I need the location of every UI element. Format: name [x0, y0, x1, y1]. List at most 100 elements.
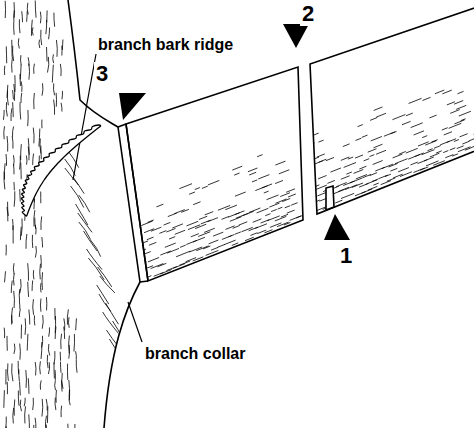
shade-stroke [234, 173, 239, 175]
outlines [68, 0, 474, 428]
bark-stroke [27, 282, 29, 297]
bark-stroke [52, 65, 54, 83]
bark-stroke [75, 318, 77, 330]
shade-stroke [382, 164, 393, 169]
shade-stroke [395, 159, 408, 164]
bark-stroke [41, 272, 43, 290]
bark-stroke [40, 12, 42, 24]
bark-stroke [20, 55, 22, 65]
bark-stroke [28, 64, 30, 80]
shade-stroke [338, 187, 349, 191]
bark-stroke [13, 10, 15, 21]
shade-stroke [176, 254, 183, 257]
shade-stroke [318, 175, 326, 178]
shade-stroke [281, 214, 288, 217]
shade-stroke [270, 223, 281, 228]
bark-stroke [28, 378, 30, 394]
collar-stroke [100, 276, 115, 293]
bark-stroke [38, 40, 40, 48]
bark-stroke [13, 226, 14, 244]
shade-stroke [421, 150, 434, 155]
shade-stroke [457, 91, 463, 93]
shade-stroke [318, 140, 323, 142]
bark-stroke [10, 108, 12, 121]
shade-stroke [275, 161, 285, 165]
bark-stroke [73, 334, 75, 352]
bark-stroke [74, 424, 75, 428]
shade-stroke [255, 224, 267, 229]
bark-texture [3, 0, 123, 428]
shade-stroke [217, 244, 224, 247]
bark-stroke [3, 171, 5, 189]
callout-number: 3 [94, 62, 110, 86]
shade-stroke [426, 161, 439, 166]
shade-stroke [366, 180, 378, 185]
bark-stroke [61, 103, 63, 112]
bark-stroke [46, 399, 47, 411]
bark-stroke [19, 301, 20, 309]
shade-stroke [186, 258, 197, 262]
shade-stroke [450, 148, 456, 150]
shade-stroke [393, 154, 403, 158]
bark-stroke [14, 399, 16, 415]
shade-stroke [374, 107, 383, 110]
shade-stroke [199, 216, 207, 219]
shade-stroke [204, 228, 215, 232]
shade-stroke [462, 141, 469, 144]
collar-stroke [106, 303, 119, 324]
bark-stroke [45, 20, 47, 34]
shade-stroke [275, 180, 283, 183]
shade-stroke [442, 90, 451, 94]
part-label: branch collar [143, 345, 247, 363]
shade-stroke [341, 176, 350, 180]
bark-stroke [3, 126, 5, 139]
bark-stroke [19, 309, 21, 317]
shade-stroke [151, 227, 161, 231]
bark-stroke [6, 46, 7, 63]
bark-stroke [14, 191, 16, 206]
bark-stroke [26, 156, 28, 165]
shade-stroke [143, 266, 153, 270]
shade-stroke [348, 193, 355, 196]
collar-stroke [90, 240, 100, 257]
bark-stroke [28, 414, 30, 428]
bark-stroke [41, 120, 42, 129]
bark-stroke [46, 47, 48, 61]
bark-stroke [48, 327, 50, 336]
shade-stroke [257, 208, 269, 213]
shade-stroke [201, 220, 211, 224]
bark-stroke [75, 351, 77, 360]
bark-stroke [41, 342, 43, 359]
shade-stroke [447, 139, 456, 143]
bark-stroke [40, 380, 42, 389]
shade-stroke [269, 203, 279, 207]
bark-stroke [52, 54, 54, 63]
shade-stroke [181, 209, 189, 212]
bark-stroke [13, 46, 14, 61]
shade-stroke [243, 211, 254, 215]
bark-stroke [13, 84, 15, 101]
bark-stroke [40, 192, 41, 204]
trunk-edge [68, 0, 118, 127]
bark-stroke [60, 334, 62, 349]
shade-stroke [160, 251, 170, 255]
shade-stroke [187, 221, 199, 226]
bark-stroke [21, 81, 23, 91]
shade-stroke [411, 123, 423, 128]
bark-stroke [32, 27, 34, 35]
bark-stroke [18, 38, 19, 48]
shade-stroke [335, 200, 342, 203]
shade-stroke [262, 184, 272, 188]
shade-stroke [315, 185, 327, 190]
bark-stroke [42, 83, 44, 95]
bark-stroke [20, 400, 21, 411]
bark-stroke [4, 271, 6, 282]
shade-stroke [196, 246, 208, 251]
bark-stroke [20, 162, 21, 179]
bark-stroke [19, 19, 21, 33]
bark-stroke [7, 363, 9, 380]
shade-stroke [368, 149, 377, 153]
shade-stroke [235, 232, 241, 234]
bark-stroke [33, 425, 35, 428]
